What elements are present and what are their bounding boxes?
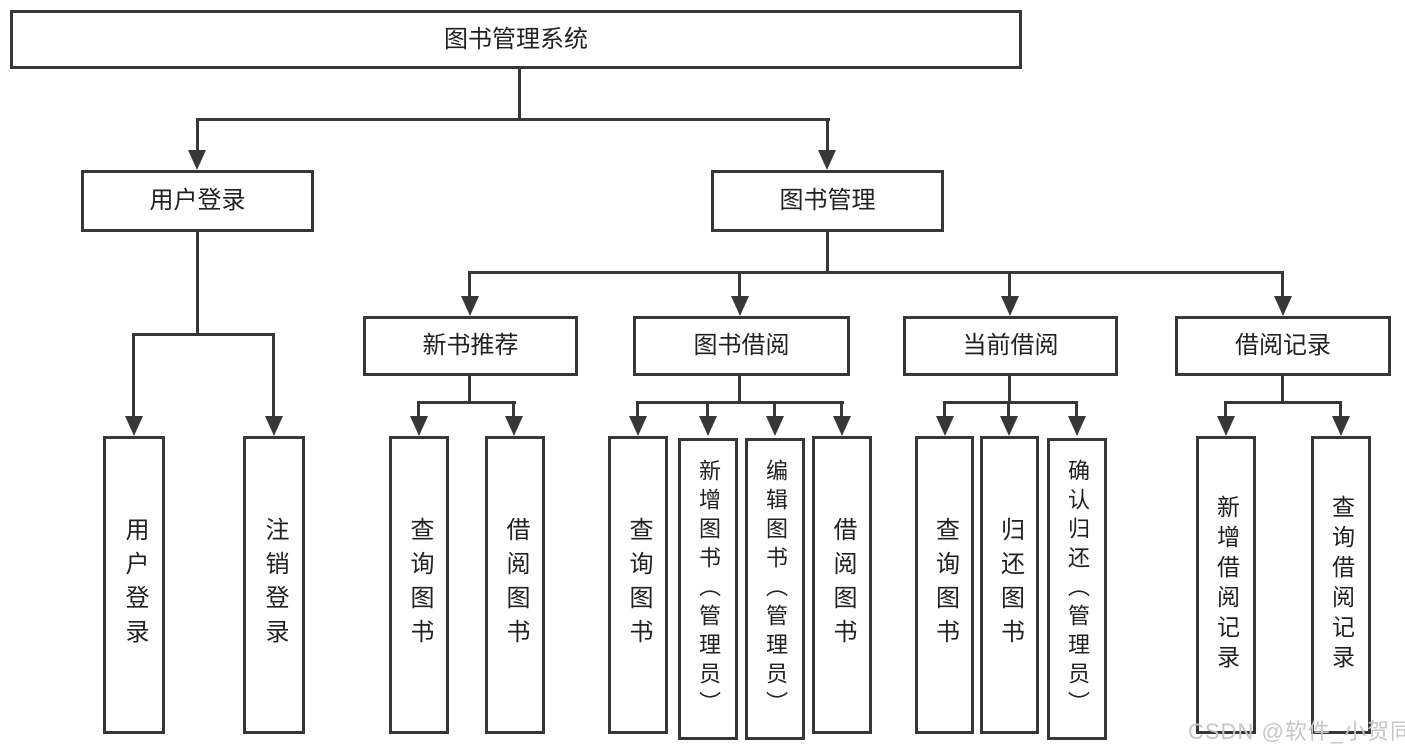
csdn-watermark: CSDN @软件_小贺同学 (1188, 719, 1405, 744)
arrowhead-down-icon (766, 416, 784, 436)
connector-line (706, 401, 709, 418)
arrowhead-down-icon (629, 416, 647, 436)
connector-line (1339, 401, 1342, 418)
arrowhead-down-icon (731, 296, 749, 316)
connector-line (196, 232, 199, 336)
leaf-confirm-return-admin: 确认归还（管理员） (1047, 438, 1107, 740)
connector-line (1224, 401, 1342, 404)
connector-line (468, 271, 1284, 274)
arrowhead-down-icon (1217, 416, 1235, 436)
node-current-borrow: 当前借阅 (903, 316, 1118, 376)
arrowhead-down-icon (125, 416, 143, 436)
arrowhead-down-icon (410, 416, 428, 436)
arrowhead-down-icon (936, 416, 954, 436)
connector-line (1008, 376, 1011, 404)
arrowhead-down-icon (1332, 416, 1350, 436)
arrowhead-down-icon (1274, 296, 1292, 316)
connector-line (738, 376, 741, 404)
arrowhead-down-icon (833, 416, 851, 436)
node-book-borrow: 图书借阅 (633, 316, 850, 376)
arrowhead-down-icon (265, 416, 283, 436)
connector-line (518, 69, 521, 120)
arrowhead-down-icon (461, 296, 479, 316)
node-user-login: 用户登录 (81, 170, 314, 232)
leaf-logout: 注销登录 (243, 436, 305, 734)
arrowhead-down-icon (1000, 416, 1018, 436)
leaf-edit-books-admin: 编辑图书（管理员） (745, 438, 805, 740)
connector-line (468, 271, 471, 297)
leaf-query-books-borrow: 查询图书 (608, 436, 668, 734)
connector-line (636, 401, 844, 404)
node-root: 图书管理系统 (10, 10, 1022, 69)
arrowhead-down-icon (188, 150, 206, 170)
leaf-user-login: 用户登录 (103, 436, 165, 734)
connector-line (1075, 401, 1078, 418)
connector-line (773, 401, 776, 418)
leaf-return-books: 归还图书 (980, 436, 1039, 734)
connector-line (417, 401, 420, 418)
arrowhead-down-icon (818, 150, 836, 170)
connector-line (840, 401, 843, 418)
node-book-management: 图书管理 (711, 170, 944, 232)
leaf-query-books-current: 查询图书 (915, 436, 974, 734)
connector-line (1007, 401, 1010, 418)
connector-line (943, 401, 946, 418)
arrowhead-down-icon (1068, 416, 1086, 436)
connector-line (512, 401, 515, 418)
leaf-add-borrow-record: 新增借阅记录 (1196, 436, 1256, 734)
connector-line (1224, 401, 1227, 418)
connector-line (1008, 271, 1011, 297)
connector-line (196, 118, 830, 121)
leaf-query-borrow-record: 查询借阅记录 (1311, 436, 1371, 734)
connector-line (943, 401, 1078, 404)
connector-line (196, 118, 199, 153)
leaf-query-books-recommend: 查询图书 (389, 436, 449, 734)
connector-line (826, 118, 829, 153)
arrowhead-down-icon (1001, 296, 1019, 316)
leaf-borrow-books-recommend: 借阅图书 (485, 436, 545, 734)
arrowhead-down-icon (505, 416, 523, 436)
node-borrow-records: 借阅记录 (1175, 316, 1391, 376)
connector-line (1281, 376, 1284, 404)
arrowhead-down-icon (699, 416, 717, 436)
leaf-borrow-books: 借阅图书 (812, 436, 872, 734)
connector-line (738, 271, 741, 297)
connector-line (636, 401, 639, 418)
leaf-add-books-admin: 新增图书（管理员） (678, 438, 738, 740)
connector-line (1281, 271, 1284, 297)
connector-line (826, 232, 829, 274)
connector-line (133, 333, 275, 336)
connector-line (468, 376, 471, 404)
connector-line (417, 401, 516, 404)
connector-line (272, 333, 275, 417)
node-new-book-recommend: 新书推荐 (363, 316, 578, 376)
connector-line (132, 333, 135, 417)
